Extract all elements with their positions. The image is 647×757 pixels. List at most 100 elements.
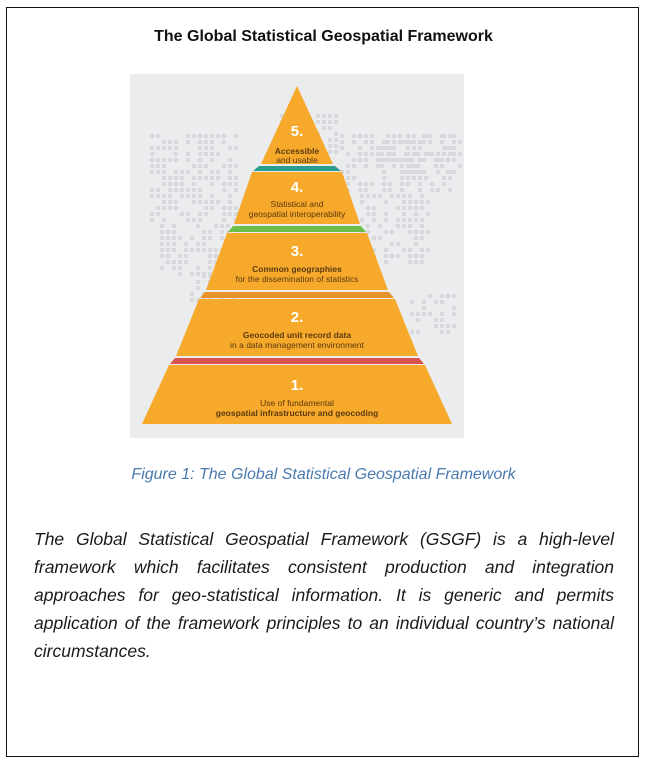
divider-4-3: [228, 226, 366, 232]
map-dot: [442, 146, 446, 150]
map-dot: [420, 248, 424, 252]
map-dot: [418, 182, 422, 186]
map-dot: [400, 182, 404, 186]
map-dot: [150, 218, 154, 222]
map-dot: [420, 260, 424, 264]
map-dot: [428, 134, 432, 138]
pyramid-level-1: [142, 365, 452, 424]
map-dot: [184, 254, 188, 258]
map-dot: [408, 224, 412, 228]
map-dot: [426, 212, 430, 216]
map-dot: [210, 170, 214, 174]
map-dot: [150, 188, 154, 192]
map-dot: [382, 170, 386, 174]
level-5-line1: Accessible: [275, 146, 320, 156]
map-dot: [190, 272, 194, 276]
map-dot: [222, 188, 226, 192]
map-dot: [416, 318, 420, 322]
map-dot: [458, 164, 462, 168]
map-dot: [198, 188, 202, 192]
map-dot: [210, 182, 214, 186]
map-dot: [234, 146, 238, 150]
map-dot: [402, 194, 406, 198]
map-dot: [346, 170, 350, 174]
map-dot: [180, 188, 184, 192]
map-dot: [204, 206, 208, 210]
map-dot: [234, 134, 238, 138]
map-dot: [396, 254, 400, 258]
map-dot: [422, 134, 426, 138]
map-dot: [196, 248, 200, 252]
map-dot: [180, 212, 184, 216]
map-dot: [414, 200, 418, 204]
map-dot: [448, 134, 452, 138]
map-dot: [372, 218, 376, 222]
map-dot: [360, 194, 364, 198]
map-dot: [390, 254, 394, 258]
map-dot: [198, 212, 202, 216]
map-dot: [408, 248, 412, 252]
map-dot: [406, 146, 410, 150]
map-dot: [192, 164, 196, 168]
map-dot: [410, 158, 414, 162]
map-dot: [408, 260, 412, 264]
map-dot: [388, 188, 392, 192]
map-dot: [410, 140, 414, 144]
map-dot: [202, 242, 206, 246]
map-dot: [400, 164, 404, 168]
map-dot: [172, 260, 176, 264]
level-2-number: 2.: [291, 309, 304, 326]
map-dot: [446, 330, 450, 334]
map-dot: [370, 134, 374, 138]
map-dot: [162, 194, 166, 198]
map-dot: [174, 152, 178, 156]
map-dot: [440, 140, 444, 144]
map-dot: [202, 230, 206, 234]
map-dot: [156, 146, 160, 150]
map-dot: [186, 212, 190, 216]
map-dot: [406, 182, 410, 186]
map-dot: [420, 200, 424, 204]
map-dot: [346, 176, 350, 180]
map-dot: [174, 200, 178, 204]
map-dot: [220, 224, 224, 228]
map-dot: [208, 248, 212, 252]
map-dot: [234, 188, 238, 192]
map-dot: [364, 164, 368, 168]
level-4-line2: geospatial interoperability: [249, 209, 346, 219]
divider-3-2: [200, 292, 394, 298]
map-dot: [228, 200, 232, 204]
map-dot: [198, 158, 202, 162]
map-dot: [384, 212, 388, 216]
map-dot: [328, 126, 332, 130]
map-dot: [190, 248, 194, 252]
map-dot: [178, 272, 182, 276]
map-dot: [168, 176, 172, 180]
map-dot: [160, 266, 164, 270]
map-dot: [402, 212, 406, 216]
map-dot: [162, 146, 166, 150]
map-dot: [452, 306, 456, 310]
map-dot: [380, 152, 384, 156]
map-dot: [234, 212, 238, 216]
map-dot: [448, 188, 452, 192]
map-dot: [420, 206, 424, 210]
map-dot: [214, 254, 218, 258]
map-dot: [192, 194, 196, 198]
map-dot: [168, 206, 172, 210]
map-dot: [174, 176, 178, 180]
map-dot: [364, 152, 368, 156]
map-dot: [392, 164, 396, 168]
map-dot: [198, 176, 202, 180]
map-dot: [406, 134, 410, 138]
map-dot: [198, 170, 202, 174]
map-dot: [440, 312, 444, 316]
map-dot: [452, 140, 456, 144]
map-dot: [364, 134, 368, 138]
map-dot: [384, 248, 388, 252]
map-dot: [402, 200, 406, 204]
level-2-line1: Geocoded unit record data: [243, 330, 351, 340]
map-dot: [228, 194, 232, 198]
map-dot: [414, 242, 418, 246]
map-dot: [392, 134, 396, 138]
